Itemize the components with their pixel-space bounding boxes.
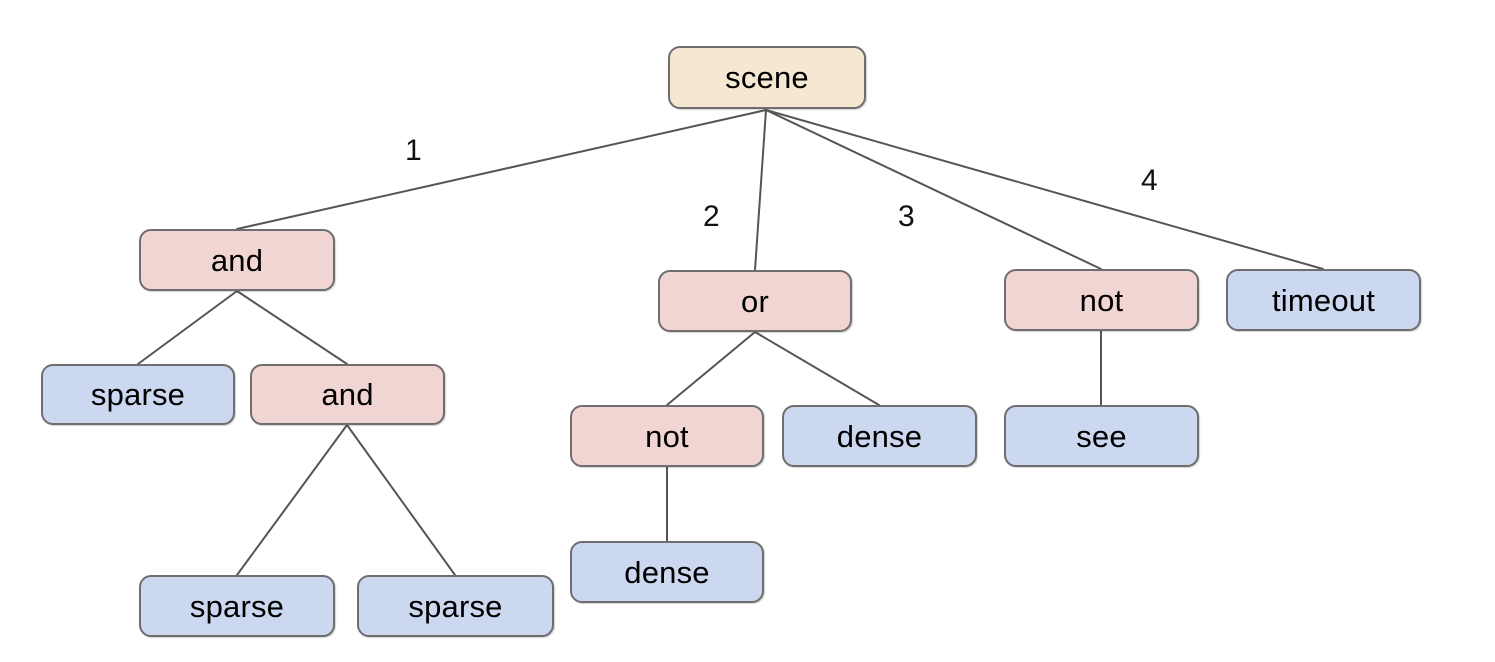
tree-node-dense2[interactable]: dense [570, 541, 764, 603]
tree-node-sparse2[interactable]: sparse [139, 575, 335, 637]
tree-edge [754, 109, 767, 271]
tree-node-timeout1[interactable]: timeout [1226, 269, 1421, 331]
tree-node-and2[interactable]: and [250, 364, 445, 425]
tree-edge [236, 109, 767, 230]
tree-node-and1[interactable]: and [139, 229, 335, 291]
tree-edge [765, 109, 1102, 270]
tree-node-sparse3[interactable]: sparse [357, 575, 554, 637]
edge-label-3: 3 [898, 200, 915, 233]
tree-edge [236, 424, 348, 576]
tree-node-or1[interactable]: or [658, 270, 852, 332]
tree-node-sparse1[interactable]: sparse [41, 364, 235, 425]
tree-node-dense1[interactable]: dense [782, 405, 977, 467]
tree-edge [666, 331, 756, 406]
tree-node-see1[interactable]: see [1004, 405, 1199, 467]
edge-label-1: 1 [405, 134, 422, 167]
tree-edge [236, 290, 348, 365]
tree-node-scene[interactable]: scene [668, 46, 866, 109]
edge-label-2: 2 [703, 200, 720, 233]
tree-edge [765, 109, 1324, 270]
tree-edge [754, 331, 880, 406]
edge-label-4: 4 [1141, 164, 1158, 197]
tree-edge [346, 424, 456, 576]
tree-edge [137, 290, 238, 365]
tree-node-not1[interactable]: not [1004, 269, 1199, 331]
tree-node-not2[interactable]: not [570, 405, 764, 467]
